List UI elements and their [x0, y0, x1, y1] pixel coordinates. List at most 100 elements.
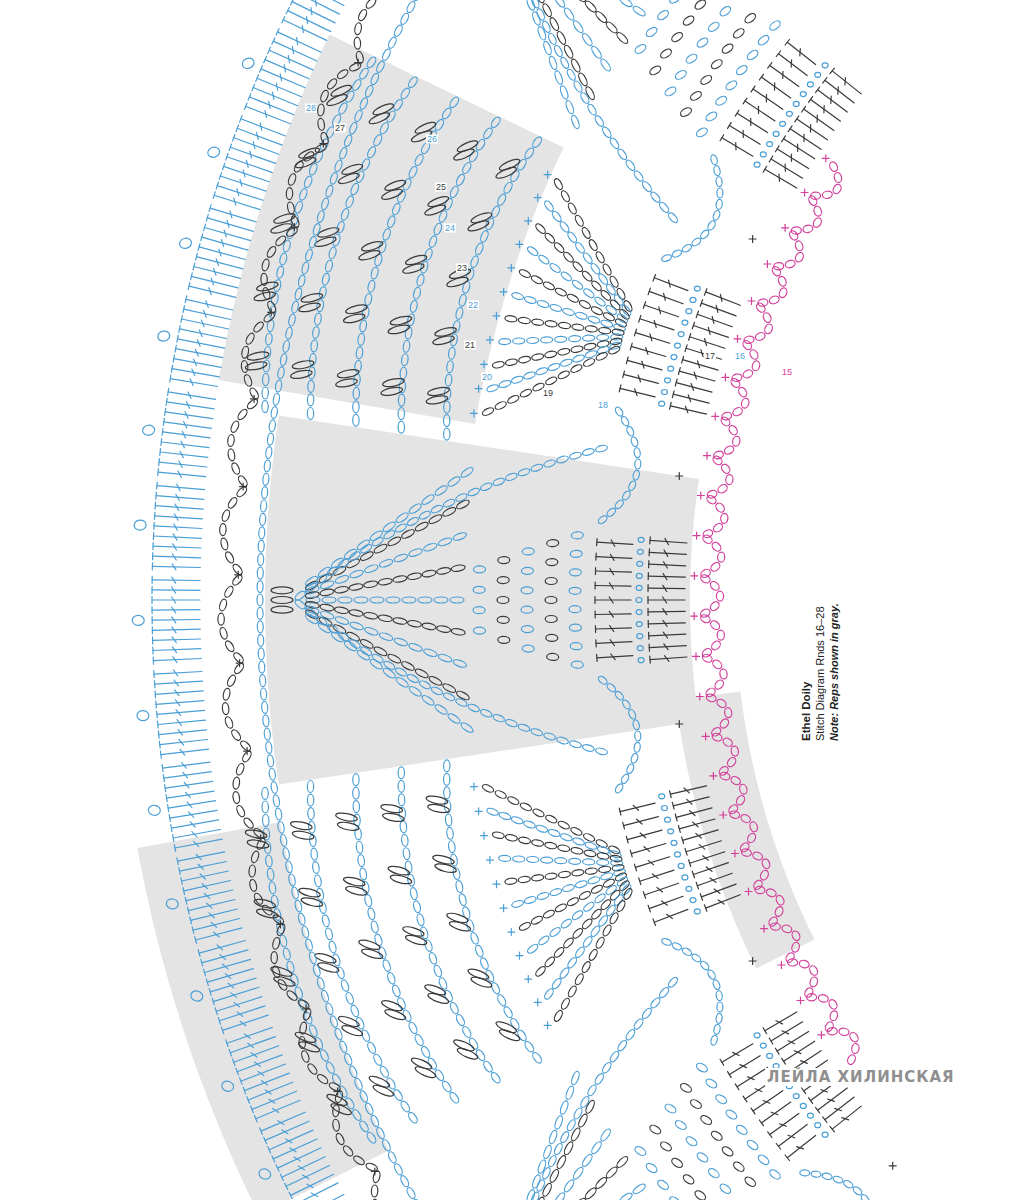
double-crochet-top — [823, 1117, 827, 1123]
chain-stitch — [460, 466, 475, 479]
double-crochet-top — [630, 850, 632, 857]
double-crochet-bar — [635, 389, 638, 396]
double-crochet-bar — [182, 431, 185, 438]
double-crochet-top — [689, 860, 691, 867]
double-crochet-bar — [766, 95, 767, 102]
chain-stitch — [572, 354, 585, 364]
chain-stitch — [627, 708, 637, 720]
chain-stitch — [386, 597, 400, 603]
double-crochet-top — [728, 122, 732, 128]
cluster-stitch — [290, 369, 313, 380]
chain-stitch — [407, 572, 422, 580]
chain-stitch — [597, 514, 609, 525]
double-crochet — [676, 383, 712, 393]
double-crochet — [170, 810, 217, 818]
double-crochet-bar — [187, 402, 190, 409]
cluster-stitch — [498, 157, 521, 172]
cluster-stitch — [704, 110, 718, 122]
double-crochet-top — [155, 701, 157, 708]
chain-stitch — [569, 335, 581, 341]
double-crochet-top — [188, 283, 190, 290]
cluster-stitch — [746, 1139, 760, 1152]
chain-stitch — [502, 181, 513, 195]
chain-stitch — [353, 387, 360, 399]
chain-stitch — [474, 944, 484, 958]
chain-stitch — [361, 306, 370, 319]
chain-stitch — [257, 581, 263, 593]
double-crochet-top — [179, 326, 180, 333]
chain-stitch — [379, 1065, 390, 1079]
chain-stitch — [329, 172, 339, 185]
chain-stitch — [257, 594, 263, 606]
chain-stitch — [448, 347, 456, 360]
single-crochet — [679, 473, 680, 480]
chain-stitch — [326, 565, 339, 577]
double-crochet-bar — [688, 395, 690, 402]
double-crochet-top — [594, 582, 595, 589]
chain-stitch — [577, 72, 589, 87]
chain-stitch — [293, 160, 305, 173]
double-crochet-top — [769, 156, 773, 162]
chain-stitch — [357, 8, 368, 22]
chain-stitch — [312, 964, 321, 977]
chain-stitch — [737, 386, 748, 398]
double-crochet-top — [260, 66, 263, 73]
chain-stitch — [370, 266, 379, 279]
chain-stitch — [621, 699, 632, 711]
double-crochet-bar — [609, 583, 613, 589]
chain-stitch — [543, 956, 556, 969]
chain-stitch — [445, 814, 452, 827]
chain-stitch — [496, 994, 507, 1008]
chain-stitch — [422, 569, 437, 577]
double-crochet — [683, 830, 719, 841]
chain-stitch — [572, 1107, 583, 1120]
chain-stitch — [743, 335, 754, 344]
double-crochet-top — [193, 263, 195, 270]
double-crochet-top — [252, 84, 255, 90]
chain-stitch — [310, 340, 318, 353]
chain-stitch — [279, 353, 287, 366]
double-crochet — [818, 1088, 848, 1110]
chain-stitch — [860, 1193, 871, 1200]
chain-stitch — [338, 147, 348, 160]
double-crochet-top — [672, 391, 674, 398]
double-crochet-bar — [663, 585, 667, 591]
double-crochet-top — [700, 300, 702, 307]
cluster-stitch — [724, 79, 738, 91]
chain-stitch — [531, 353, 544, 361]
chain-stitch — [505, 358, 518, 366]
double-crochet — [154, 526, 202, 529]
loop-stitch — [671, 840, 677, 845]
chain-stitch — [584, 86, 596, 101]
chain-stitch — [309, 353, 316, 366]
chain-stitch — [407, 165, 418, 179]
double-crochet — [722, 1044, 753, 1062]
chain-stitch — [555, 336, 567, 342]
chain-stitch — [277, 366, 285, 379]
double-crochet-bar — [667, 914, 673, 918]
chain-stitch — [467, 487, 480, 497]
cluster-stitch — [384, 178, 407, 192]
chain-stitch — [486, 807, 499, 817]
double-crochet-top — [769, 1038, 773, 1044]
loop-stitch — [637, 646, 643, 651]
chain-stitch — [741, 339, 753, 351]
chain-stitch — [618, 879, 631, 892]
chain-stitch — [304, 581, 317, 593]
double-crochet-bar — [180, 749, 185, 755]
chain-stitch — [590, 45, 603, 60]
chain-stitch — [581, 960, 592, 973]
double-crochet-bar — [637, 819, 642, 824]
chain-stitch — [746, 832, 757, 844]
chain-stitch — [290, 215, 301, 229]
chain-stitch — [771, 265, 783, 277]
single-crochet — [503, 288, 504, 295]
chain-stitch — [274, 234, 287, 247]
chain-stitch — [548, 262, 561, 274]
loop-stitch — [754, 1033, 760, 1038]
double-crochet — [159, 730, 207, 735]
chain-stitch — [441, 107, 453, 121]
single-crochet — [519, 241, 520, 248]
double-crochet-bar — [701, 350, 703, 357]
chain-stitch — [422, 622, 437, 630]
